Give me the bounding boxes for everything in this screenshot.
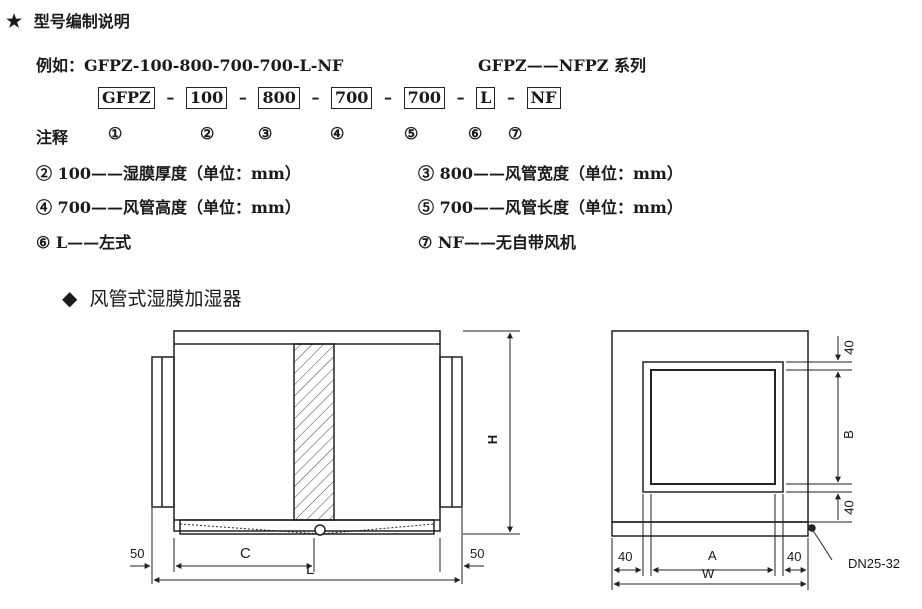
notes-label: 注释 (36, 128, 69, 147)
code-part-fan: NF (526, 87, 561, 109)
note-marker-7: ⑦ (508, 124, 523, 143)
code-separator: – (456, 88, 465, 107)
pipe-outlet (808, 524, 816, 532)
note-marker-2: ② (200, 124, 215, 143)
diamond-icon: ◆ (62, 286, 78, 310)
note-marker-3: ③ (258, 124, 273, 143)
dim-H: H (485, 434, 501, 445)
dim-C: C (240, 545, 251, 562)
code-separator: – (238, 88, 247, 107)
dim-flange-right: 50 (470, 546, 485, 561)
example-line: 例如：GFPZ-100-800-700-700-L-NF (36, 56, 344, 75)
code-part-gfpz: GFPZ (98, 87, 155, 109)
note-marker-5: ⑤ (404, 124, 419, 143)
dim-W: W (702, 566, 715, 581)
code-part-height: 700 (331, 87, 373, 109)
code-separator: – (311, 88, 320, 107)
dim-left-40: 40 (618, 549, 633, 564)
definition-length: ⑤ 700——风管长度（单位：mm） (418, 198, 683, 217)
dim-L: L (306, 561, 315, 578)
code-separator: – (506, 88, 515, 107)
code-separator: – (384, 88, 392, 107)
front-view-body (611, 330, 809, 523)
dim-flange-left: 50 (130, 546, 145, 561)
note-marker-4: ④ (330, 124, 345, 143)
dim-top-40: 40 (841, 340, 857, 355)
front-view-base (611, 521, 809, 537)
series-label: GFPZ——NFPZ 系列 (478, 56, 647, 75)
side-view (130, 330, 520, 584)
note-marker-1: ① (108, 124, 123, 143)
definition-height: ④ 700——风管高度（单位：mm） (36, 198, 301, 217)
star-icon: ★ (6, 11, 23, 32)
opening-inner (650, 369, 776, 485)
wet-membrane (293, 343, 335, 521)
drain-circle (314, 524, 326, 536)
definition-width: ③ 800——风管宽度（单位：mm） (418, 164, 683, 183)
model-code-row: GFPZ – 100 – 800 – 700 – 700 – L – NF (98, 87, 561, 109)
code-part-thickness: 100 (185, 87, 228, 109)
definition-thickness: ② 100——湿膜厚度（单位：mm） (36, 164, 301, 183)
front-view (611, 330, 852, 590)
code-part-width: 800 (258, 87, 300, 109)
flange-left (151, 356, 175, 508)
definition-fan: ⑦ NF——无自带风机 (418, 233, 576, 252)
dim-right-40: 40 (787, 549, 802, 564)
product-heading: ◆ 风管式湿膜加湿器 (62, 284, 241, 311)
dim-A: A (708, 548, 717, 563)
section-heading: ★ 型号编制说明 (6, 8, 130, 32)
definition-side: ⑥ L——左式 (36, 233, 132, 252)
note-marker-6: ⑥ (468, 124, 483, 143)
pipe-label: DN25-32 (848, 556, 901, 571)
code-part-side: L (476, 87, 496, 109)
flange-right (439, 356, 463, 508)
code-part-length: 700 (403, 87, 445, 109)
code-separator: – (166, 88, 175, 107)
dim-bottom-40: 40 (841, 500, 857, 515)
section-title: 型号编制说明 (33, 12, 130, 31)
product-title: 风管式湿膜加湿器 (89, 288, 242, 310)
opening-outer (642, 361, 784, 493)
dim-B: B (840, 430, 856, 439)
